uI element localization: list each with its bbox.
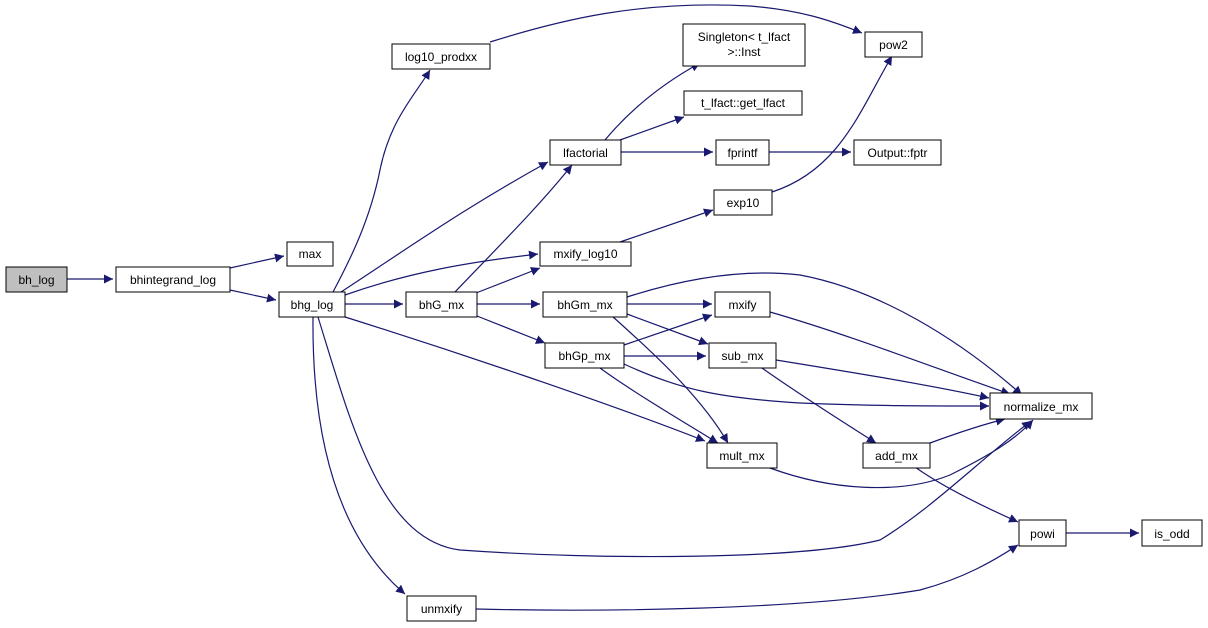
node-bh_log[interactable]: bh_log [5, 266, 68, 293]
node-label: log10_prodxx [405, 50, 477, 64]
node-label: mxify [729, 298, 757, 312]
node-bhGm_mx[interactable]: bhGm_mx [542, 291, 628, 318]
edge-bhintegrand_log-max [229, 253, 285, 269]
edge-add_mx-powi [914, 466, 1019, 523]
node-label: bhg_log [291, 298, 334, 312]
node-mult_mx[interactable]: mult_mx [706, 442, 778, 469]
edge-bhg_log-normalize_mx [317, 316, 1032, 558]
edge-bhG_mx-lfactorial [454, 164, 573, 293]
node-unmxify[interactable]: unmxify [406, 595, 477, 622]
node-label: is_odd [1154, 527, 1189, 541]
node-label: max [299, 247, 322, 261]
node-label: bhGm_mx [557, 298, 612, 312]
edge-bhg_log-unmxify [312, 316, 406, 595]
edge-bhg_log-mxify_log10 [344, 250, 539, 296]
node-label: normalize_mx [1004, 400, 1079, 414]
edge-bhG_mx-mxify_log10 [475, 267, 541, 294]
node-fprintf[interactable]: fprintf [715, 139, 770, 166]
node-bhintegrand_log[interactable]: bhintegrand_log [115, 266, 231, 293]
edge-mxify_log10-exp10 [619, 208, 714, 243]
edge-bhGm_mx-sub_mx [626, 313, 709, 346]
node-label: fprintf [727, 146, 758, 160]
node-t_lfact_get_lfact[interactable]: t_lfact::get_lfact [683, 90, 803, 116]
edge-layer [67, 4, 1139, 611]
node-mxify_log10[interactable]: mxify_log10 [539, 241, 632, 267]
node-label: bhintegrand_log [130, 273, 216, 287]
node-label-line2: >::Inst [727, 45, 761, 59]
node-exp10[interactable]: exp10 [713, 189, 773, 216]
node-powi[interactable]: powi [1018, 519, 1067, 547]
node-pow2[interactable]: pow2 [864, 31, 923, 58]
node-normalize_mx[interactable]: normalize_mx [989, 392, 1093, 420]
node-label: mxify_log10 [553, 247, 617, 261]
node-mxify[interactable]: mxify [714, 291, 771, 318]
node-output_fptr[interactable]: Output::fptr [853, 139, 942, 166]
edge-bhG_mx-bhGp_mx [476, 315, 546, 344]
edge-log10_prodxx-pow2 [489, 4, 863, 43]
node-bhG_mx[interactable]: bhG_mx [405, 291, 478, 318]
node-layer: bh_log bhintegrand_log max bhg_log log10… [5, 23, 1203, 622]
node-label-line1: Singleton< t_lfact [698, 30, 791, 44]
node-label: bh_log [18, 273, 54, 287]
node-label: Output::fptr [867, 146, 927, 160]
edge-exp10-pow2 [771, 55, 893, 193]
edge-bhGp_mx-mult_mx [599, 367, 719, 444]
edge-sub_mx-add_mx [761, 367, 877, 444]
edge-unmxify-powi [475, 544, 1019, 611]
edge-bhintegrand_log-bhg_log [229, 289, 277, 303]
node-label: t_lfact::get_lfact [701, 96, 786, 110]
node-max[interactable]: max [286, 241, 334, 267]
edge-add_mx-normalize_mx [929, 416, 1006, 444]
edge-bhGp_mx-normalize_mx [623, 363, 990, 411]
node-bhGp_mx[interactable]: bhGp_mx [544, 342, 625, 369]
node-log10_prodxx[interactable]: log10_prodxx [391, 43, 491, 70]
edge-bhg_log-mult_mx [344, 316, 706, 442]
node-label: unmxify [421, 602, 462, 616]
edge-mxify-normalize_mx [769, 311, 1011, 396]
node-add_mx[interactable]: add_mx [862, 442, 931, 469]
edge-lfactorial-t_lfact_get_lfact [619, 115, 685, 141]
node-bhg_log[interactable]: bhg_log [278, 291, 346, 318]
node-label: bhG_mx [419, 298, 464, 312]
edge-bhGp_mx-mxify [623, 313, 713, 346]
edge-bhGm_mx-mult_mx [611, 315, 729, 444]
edge-mult_mx-normalize_mx [769, 419, 1034, 489]
edge-lfactorial-singleton [604, 62, 701, 141]
node-label: bhGp_mx [558, 349, 610, 363]
node-lfactorial[interactable]: lfactorial [549, 139, 622, 166]
node-label: pow2 [879, 38, 908, 52]
edge-bhGm_mx-normalize_mx [626, 272, 1023, 396]
node-label: exp10 [727, 196, 760, 210]
node-singleton[interactable]: Singleton< t_lfact >::Inst [682, 23, 806, 67]
node-is_odd[interactable]: is_odd [1141, 519, 1203, 547]
node-label: mult_mx [719, 449, 764, 463]
edge-bhg_log-lfactorial [340, 161, 549, 293]
edge-bhg_log-log10_prodxx [332, 69, 431, 293]
node-label: lfactorial [563, 146, 608, 160]
node-label: add_mx [875, 449, 918, 463]
node-label: sub_mx [721, 349, 763, 363]
node-label: powi [1030, 527, 1055, 541]
edge-sub_mx-normalize_mx [775, 359, 990, 401]
node-sub_mx[interactable]: sub_mx [708, 342, 777, 369]
